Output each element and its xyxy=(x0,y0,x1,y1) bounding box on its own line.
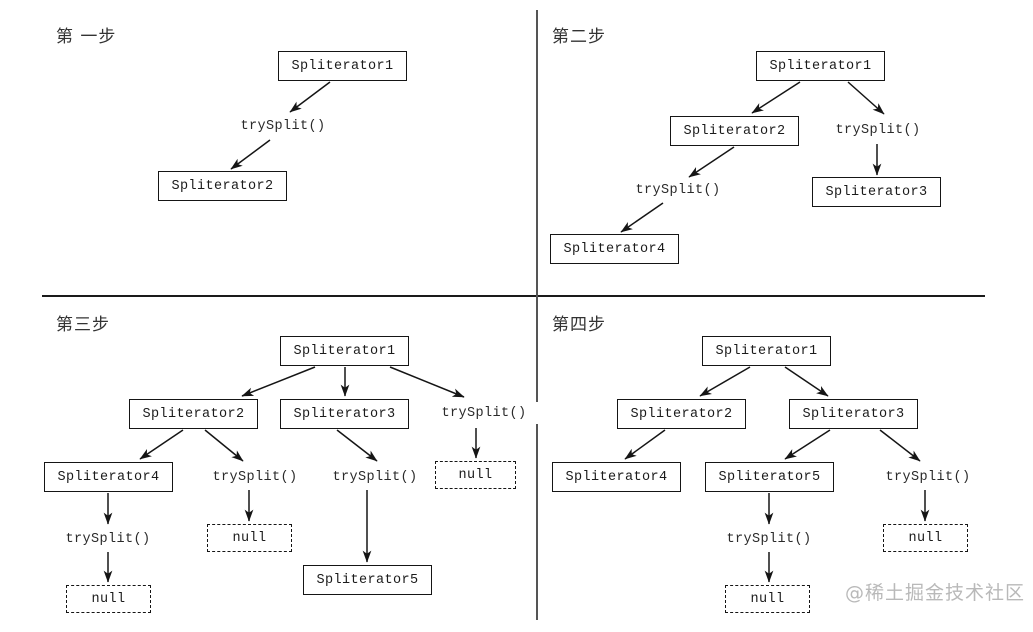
step-4-trysplit-label-right: trySplit() xyxy=(873,466,983,488)
watermark-label: @稀土掘金技术社区 xyxy=(845,582,1026,604)
step-4-arrow-s1-to-s2 xyxy=(699,366,751,397)
vertical-divider xyxy=(536,10,538,620)
step-1-spliterator1[interactable]: Spliterator1 xyxy=(278,51,407,81)
step-3-null-bottom-left[interactable]: null xyxy=(66,585,151,613)
step-3-spliterator4[interactable]: Spliterator4 xyxy=(44,462,173,492)
step-3-arrow-s1-to-s2 xyxy=(241,366,316,397)
step-title-step-1: 第 一步 xyxy=(56,27,117,47)
step-2-arrow-s1-to-s2 xyxy=(751,81,801,114)
step-3-arrow-s2-to-s4 xyxy=(139,429,184,460)
step-4-spliterator4[interactable]: Spliterator4 xyxy=(552,462,681,492)
step-4-null-mid[interactable]: null xyxy=(725,585,810,613)
step-2-trysplit-label-left: trySplit() xyxy=(623,179,733,201)
step-1-arrow-s1-to-trysplit xyxy=(289,81,331,113)
step-1-trysplit-label-1: trySplit() xyxy=(228,115,338,137)
step-4-null-right[interactable]: null xyxy=(883,524,968,552)
step-4-spliterator2[interactable]: Spliterator2 xyxy=(617,399,746,429)
step-title-step-4: 第四步 xyxy=(552,315,606,335)
step-3-trysplit-label-mid-right: trySplit() xyxy=(320,466,430,488)
step-3-arrow-s1-to-trysplit-right xyxy=(389,366,465,398)
step-1-arrow-trysplit-to-s2 xyxy=(230,139,271,170)
step-4-arrow-s3-to-s5 xyxy=(784,429,831,460)
step-3-spliterator5[interactable]: Spliterator5 xyxy=(303,565,432,595)
step-4-spliterator5[interactable]: Spliterator5 xyxy=(705,462,834,492)
step-2-trysplit-label-right: trySplit() xyxy=(823,119,933,141)
step-3-spliterator2[interactable]: Spliterator2 xyxy=(129,399,258,429)
step-3-trysplit-label-mid-left: trySplit() xyxy=(200,466,310,488)
step-4-arrow-s1-to-s3 xyxy=(784,366,829,397)
step-1-spliterator2[interactable]: Spliterator2 xyxy=(158,171,287,201)
step-2-spliterator4[interactable]: Spliterator4 xyxy=(550,234,679,264)
step-4-trysplit-label-mid: trySplit() xyxy=(714,528,824,550)
step-3-trysplit-label-right: trySplit() xyxy=(429,402,539,424)
step-title-step-3: 第三步 xyxy=(56,315,110,335)
horizontal-divider xyxy=(42,295,985,297)
step-2-spliterator2[interactable]: Spliterator2 xyxy=(670,116,799,146)
step-2-spliterator1[interactable]: Spliterator1 xyxy=(756,51,885,81)
step-2-arrow-s1-to-trysplit-right xyxy=(847,81,885,115)
step-3-spliterator1[interactable]: Spliterator1 xyxy=(280,336,409,366)
step-3-spliterator3[interactable]: Spliterator3 xyxy=(280,399,409,429)
step-3-trysplit-label-bottom-left: trySplit() xyxy=(53,528,163,550)
step-3-null-mid[interactable]: null xyxy=(207,524,292,552)
step-4-arrow-s3-to-trysplit-right xyxy=(879,429,921,462)
step-4-spliterator3[interactable]: Spliterator3 xyxy=(789,399,918,429)
step-4-arrow-s2-to-s4 xyxy=(624,429,666,460)
step-4-spliterator1[interactable]: Spliterator1 xyxy=(702,336,831,366)
step-2-spliterator3[interactable]: Spliterator3 xyxy=(812,177,941,207)
step-3-arrow-s3-to-trysplit xyxy=(336,429,378,462)
step-title-step-2: 第二步 xyxy=(552,27,606,47)
step-3-arrow-s2-to-trysplit xyxy=(204,429,244,462)
step-2-arrow-s2-to-trysplit-left xyxy=(688,146,735,178)
step-2-arrow-trysplit-left-to-s4 xyxy=(620,202,664,233)
step-3-null-right[interactable]: null xyxy=(435,461,516,489)
